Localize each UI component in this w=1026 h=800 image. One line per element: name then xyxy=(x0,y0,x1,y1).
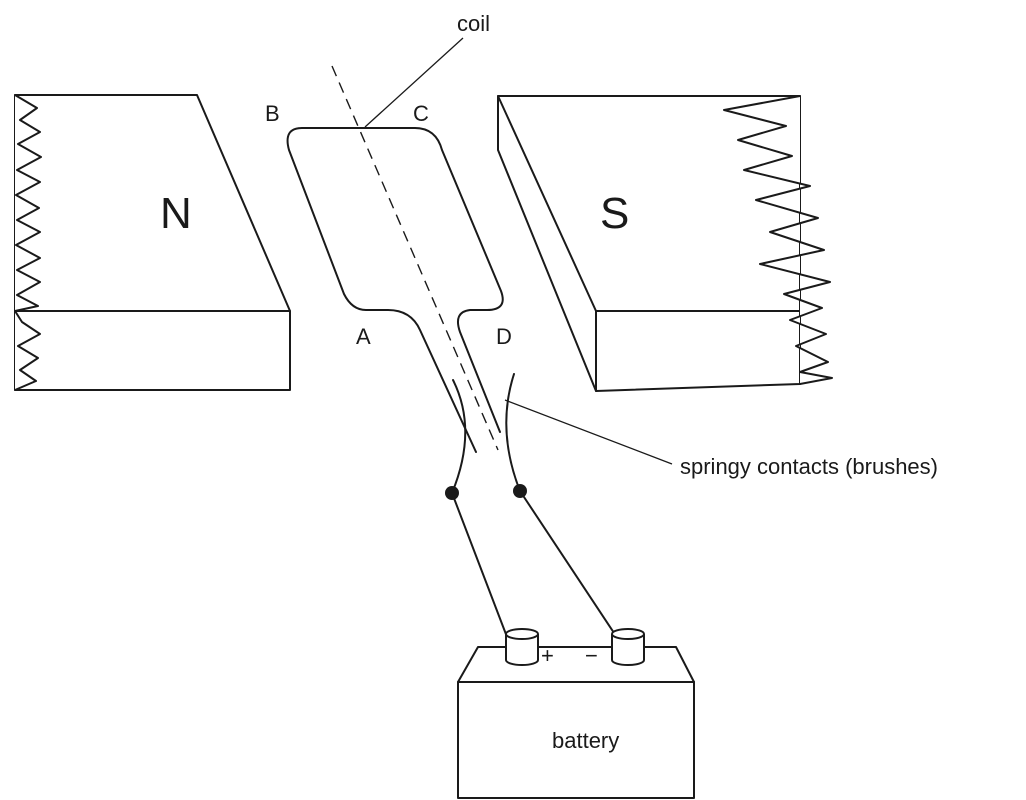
corner-a-label: A xyxy=(356,324,371,349)
negative-terminal-label: − xyxy=(585,643,598,668)
positive-terminal xyxy=(505,628,539,666)
coil-leader-line xyxy=(364,37,464,128)
left-brush xyxy=(451,379,467,494)
coil-loop xyxy=(286,127,504,453)
south-magnet xyxy=(497,95,833,392)
coil xyxy=(286,65,504,453)
north-magnet xyxy=(14,94,291,391)
brushes xyxy=(445,373,527,500)
corner-d-label: D xyxy=(496,324,512,349)
brushes-leader-line xyxy=(504,399,673,465)
battery xyxy=(457,628,695,799)
battery-label: battery xyxy=(552,728,619,753)
north-pole-label: N xyxy=(160,189,192,238)
rotation-axis xyxy=(331,65,499,451)
positive-terminal-label: + xyxy=(541,643,554,668)
right-brush xyxy=(505,373,521,492)
wire-negative xyxy=(519,490,623,646)
coil-label: coil xyxy=(457,11,490,36)
brushes-label: springy contacts (brushes) xyxy=(680,454,938,479)
negative-terminal xyxy=(611,628,645,666)
corner-b-label: B xyxy=(265,101,280,126)
south-pole-label: S xyxy=(600,189,629,238)
wires xyxy=(451,490,623,651)
corner-c-label: C xyxy=(413,101,429,126)
wire-positive xyxy=(451,492,513,651)
